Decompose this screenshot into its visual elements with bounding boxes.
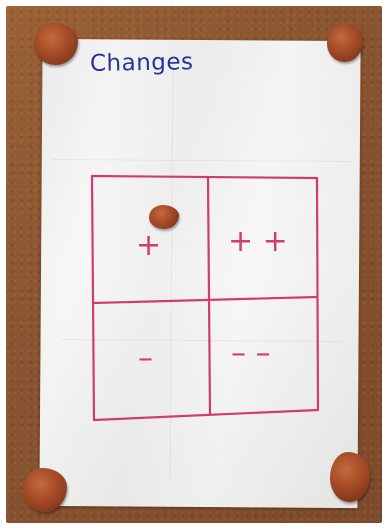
- two-by-two-grid: [6, 6, 382, 523]
- cell-top-right-mark: + +: [228, 227, 288, 257]
- cell-bottom-left-mark: –: [138, 344, 153, 374]
- grid-vertical-divider: [208, 177, 210, 414]
- cell-top-left-mark: +: [136, 231, 161, 261]
- photo-frame: Changes + + + – – –: [6, 6, 382, 523]
- cell-bottom-right-mark: – –: [231, 339, 271, 369]
- grid-horizontal-divider: [93, 297, 317, 303]
